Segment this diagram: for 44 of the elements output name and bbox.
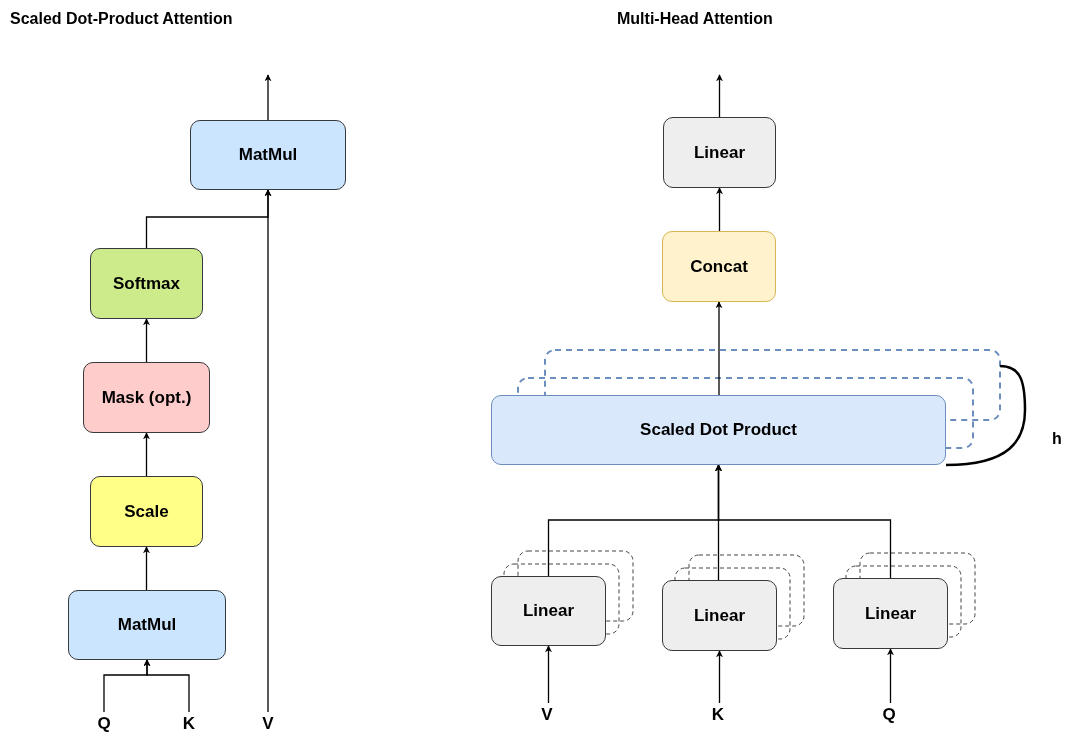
box-label: Softmax [112, 273, 181, 294]
input-label: Q [97, 714, 111, 734]
arrow [264, 189, 272, 713]
box-label: Mask (opt.) [101, 387, 192, 408]
process-box [90, 476, 203, 547]
process-box [491, 576, 606, 646]
process-box [833, 578, 948, 649]
input-label: K [711, 705, 725, 725]
input-label: V [541, 705, 553, 725]
arrow [545, 645, 552, 704]
process-box [190, 120, 346, 190]
process-box [663, 117, 776, 188]
repeat-count-label: h [1052, 430, 1062, 448]
box-label: MatMul [117, 615, 177, 635]
arrow [264, 74, 272, 121]
section-heading: Multi-Head Attention [617, 10, 773, 28]
process-box [83, 362, 210, 433]
arrow [716, 650, 723, 704]
arrow [716, 187, 723, 232]
input-label: V [262, 714, 274, 734]
box-label: Linear [694, 142, 745, 163]
box-label: Linear [523, 601, 574, 621]
arrow [143, 659, 190, 713]
box-label: Scale [124, 501, 169, 522]
arrow [716, 74, 723, 118]
arrow [143, 318, 150, 363]
box-label: Scaled Dot Product [640, 420, 797, 440]
arrow [715, 464, 892, 579]
section-heading: Scaled Dot-Product Attention [10, 10, 233, 28]
process-box [68, 590, 226, 660]
box-label: MatMul [238, 145, 298, 165]
arrow [887, 648, 894, 704]
box-label: Linear [694, 605, 745, 626]
box-label: Linear [865, 603, 916, 624]
arrow [143, 546, 150, 591]
process-box [491, 395, 946, 465]
input-label: Q [882, 705, 896, 725]
arrow [143, 432, 150, 477]
process-box [662, 580, 777, 651]
arrow [715, 301, 723, 396]
input-label: K [182, 714, 196, 734]
process-box [662, 231, 776, 302]
box-label: Concat [690, 256, 748, 277]
process-box [90, 248, 203, 319]
